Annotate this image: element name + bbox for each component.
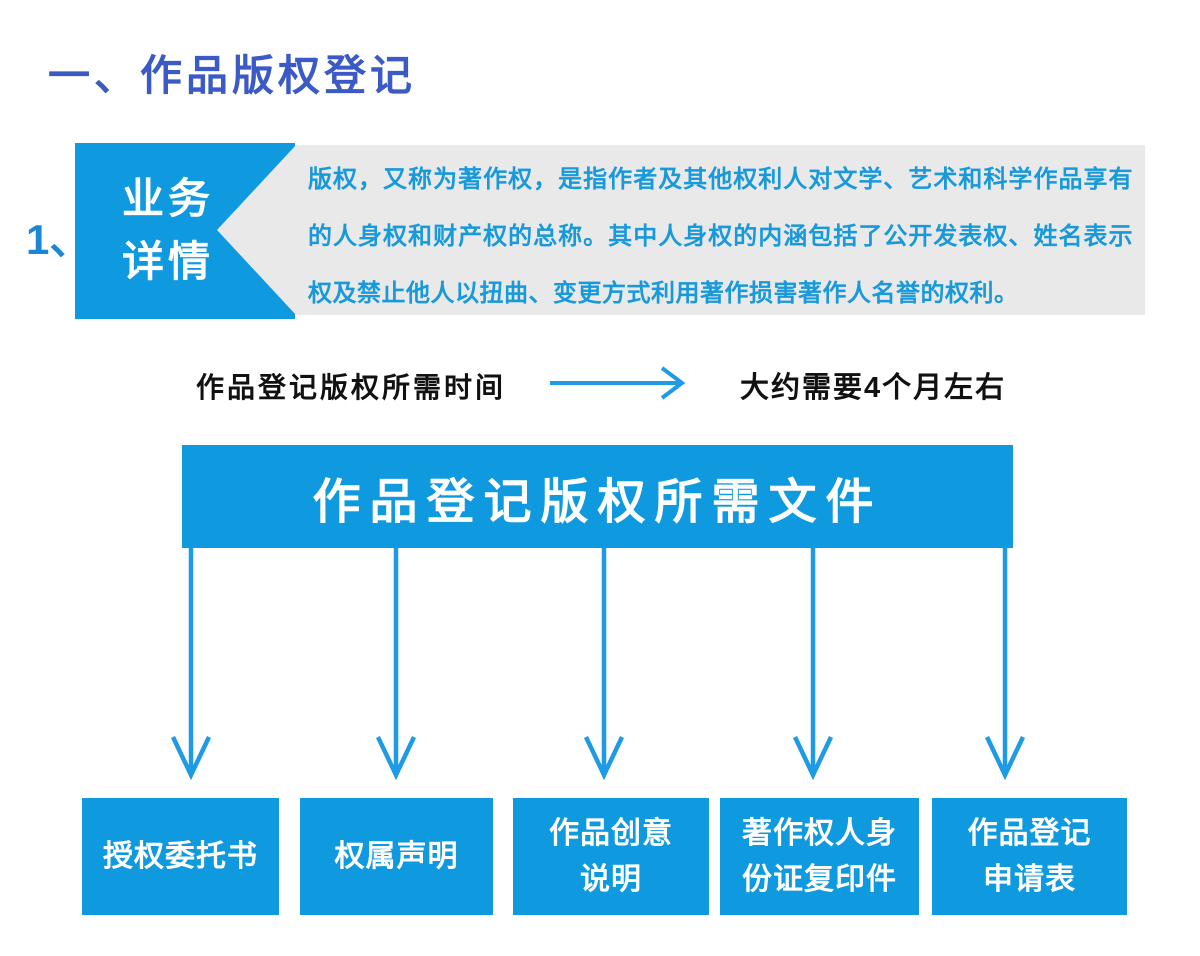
documents-banner: 作品登记版权所需文件 bbox=[182, 445, 1013, 548]
down-arrow-icon bbox=[984, 548, 1026, 780]
business-detail-tab-label: 业务 详情 bbox=[75, 167, 261, 293]
doc-box-id-copy: 著作权人身 份证复印件 bbox=[720, 798, 919, 915]
tab-label-line2: 详情 bbox=[121, 238, 214, 285]
description-panel: 版权，又称为著作权，是指作者及其他权利人对文学、艺术和科学作品享有的人身权和财产… bbox=[295, 145, 1145, 315]
tab-label-line1: 业务 bbox=[121, 175, 214, 222]
doc-box-application-form: 作品登记 申请表 bbox=[932, 798, 1127, 915]
page-title: 一、作品版权登记 bbox=[48, 52, 417, 99]
down-arrow-icon bbox=[583, 548, 625, 780]
doc-box-creative-description: 作品创意 说明 bbox=[513, 798, 709, 915]
time-required-label: 作品登记版权所需时间 bbox=[196, 372, 507, 403]
down-arrow-icon bbox=[170, 548, 212, 780]
right-arrow-icon bbox=[550, 366, 686, 400]
down-arrow-icon bbox=[792, 548, 834, 780]
doc-box-ownership-statement: 权属声明 bbox=[300, 798, 493, 915]
time-required-value: 大约需要4个月左右 bbox=[740, 372, 1007, 404]
down-arrow-icon bbox=[375, 548, 417, 780]
doc-box-authorization-letter: 授权委托书 bbox=[82, 798, 279, 915]
description-text: 版权，又称为著作权，是指作者及其他权利人对文学、艺术和科学作品享有的人身权和财产… bbox=[308, 166, 1133, 307]
